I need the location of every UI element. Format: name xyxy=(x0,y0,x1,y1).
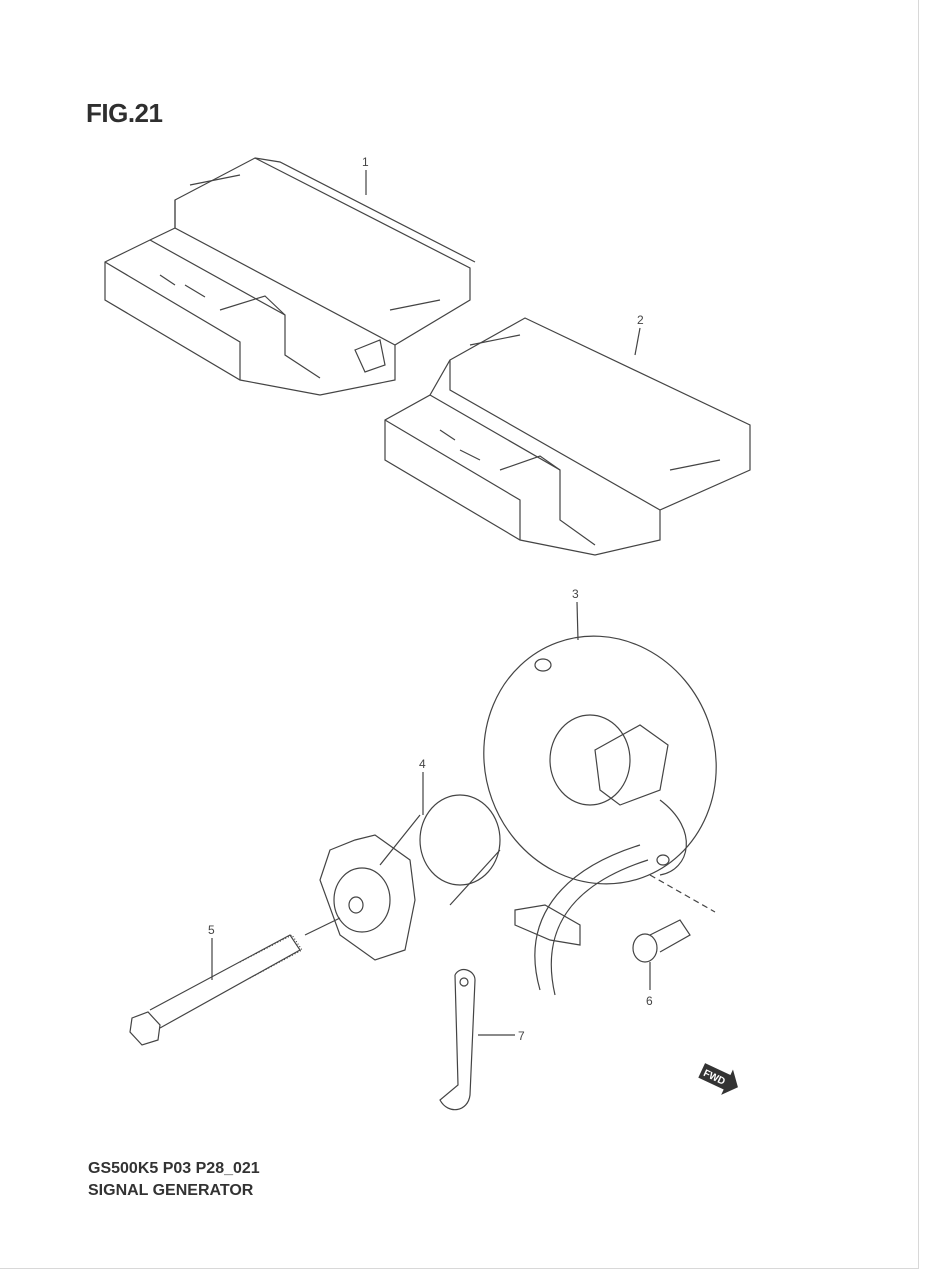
part-4-rotor[interactable] xyxy=(319,794,501,961)
section-name: SIGNAL GENERATOR xyxy=(88,1182,254,1199)
callout-1: 1 xyxy=(362,155,369,169)
part-3-signal-generator[interactable] xyxy=(449,603,751,996)
callout-5: 5 xyxy=(208,923,215,937)
diagram-page: FIG.21 1 2 xyxy=(0,0,919,1269)
figure-title: FIG.21 xyxy=(86,98,163,128)
fwd-arrow-icon: FWD xyxy=(698,1063,738,1095)
callout-7: 7 xyxy=(518,1029,525,1043)
callout-2: 2 xyxy=(637,313,644,327)
callout-6: 6 xyxy=(646,994,653,1008)
part-1-connector[interactable] xyxy=(104,157,476,396)
part-5-bolt[interactable] xyxy=(129,917,341,1046)
part-7-clamp[interactable] xyxy=(439,968,476,1111)
model-code: GS500K5 P03 P28_021 xyxy=(88,1160,260,1177)
part-6-screw[interactable] xyxy=(632,919,691,963)
callout-3: 3 xyxy=(572,587,579,601)
callout-4: 4 xyxy=(419,757,426,771)
part-2-connector[interactable] xyxy=(384,317,751,556)
